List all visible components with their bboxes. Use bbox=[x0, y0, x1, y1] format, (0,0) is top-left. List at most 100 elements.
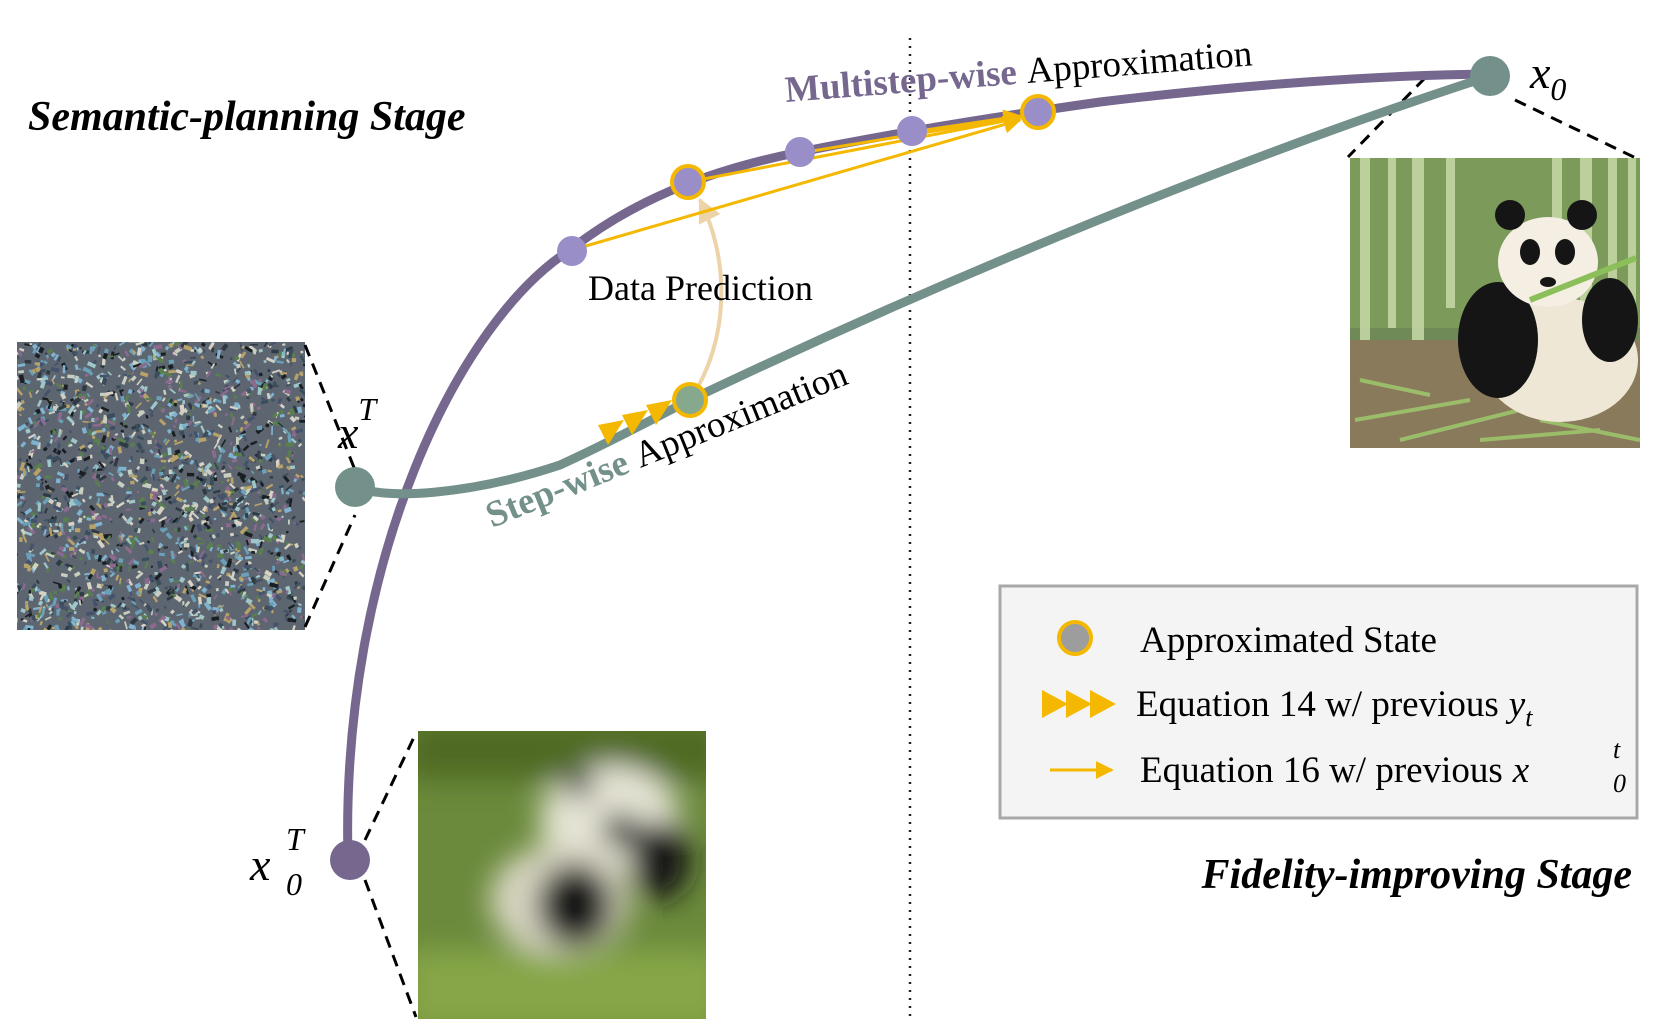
noise-speck bbox=[303, 415, 305, 419]
noise-speck bbox=[158, 471, 164, 476]
noise-speck bbox=[45, 370, 51, 375]
noise-speck bbox=[60, 562, 65, 566]
noise-speck bbox=[151, 528, 156, 534]
noise-speck bbox=[128, 499, 136, 504]
noise-speck bbox=[30, 439, 40, 447]
noise-speck bbox=[96, 497, 101, 505]
noise-speck bbox=[205, 468, 213, 476]
noise-speck bbox=[191, 406, 195, 411]
legend-item-eq16-sup: t bbox=[1613, 735, 1621, 764]
noise-speck bbox=[42, 397, 49, 401]
noise-speck bbox=[145, 397, 153, 401]
noise-speck bbox=[89, 454, 93, 459]
noise-speck bbox=[137, 615, 143, 621]
noise-speck bbox=[197, 347, 204, 354]
noise-speck bbox=[86, 581, 93, 590]
noise-speck bbox=[75, 485, 81, 491]
noise-speck bbox=[207, 502, 214, 509]
noise-speck bbox=[39, 620, 43, 626]
noise-speck bbox=[71, 396, 82, 406]
noise-speck bbox=[132, 603, 140, 610]
noise-speck bbox=[91, 548, 96, 554]
noise-speck bbox=[159, 528, 166, 531]
noise-speck bbox=[31, 343, 38, 350]
noise-speck bbox=[75, 403, 80, 408]
noise-speck bbox=[43, 380, 54, 387]
noise-speck bbox=[126, 616, 132, 619]
noise-speck bbox=[47, 598, 50, 603]
noise-speck bbox=[76, 456, 83, 461]
noise-speck bbox=[158, 545, 161, 548]
noise-speck bbox=[285, 590, 289, 595]
noise-speck bbox=[121, 375, 128, 385]
noise-speck bbox=[212, 432, 221, 438]
noise-speck bbox=[139, 371, 149, 378]
noise-speck bbox=[84, 412, 93, 419]
noise-speck bbox=[225, 523, 231, 528]
noise-speck bbox=[138, 598, 145, 606]
noise-speck bbox=[194, 504, 199, 510]
noise-speck bbox=[131, 597, 136, 602]
noise-speck bbox=[25, 422, 29, 426]
noise-speck bbox=[140, 424, 145, 430]
noise-speck bbox=[136, 442, 143, 450]
noise-speck bbox=[184, 506, 194, 512]
noise-speck bbox=[47, 459, 52, 468]
noise-speck bbox=[190, 349, 195, 352]
noise-speck bbox=[105, 424, 109, 428]
noise-speck bbox=[269, 628, 275, 630]
noise-speck bbox=[88, 370, 94, 376]
noise-speck bbox=[208, 498, 214, 504]
noise-speck bbox=[117, 437, 127, 444]
noise-speck bbox=[88, 422, 92, 429]
noise-speck bbox=[24, 600, 29, 605]
noise-speck bbox=[263, 342, 268, 348]
noise-speck bbox=[131, 600, 137, 606]
noise-speck bbox=[192, 415, 195, 423]
noise-speck bbox=[196, 536, 202, 541]
legend-approx-marker bbox=[1057, 620, 1093, 656]
noise-speck bbox=[86, 361, 97, 369]
noise-speck bbox=[192, 479, 201, 487]
noise-speck bbox=[174, 418, 178, 423]
noise-speck bbox=[228, 511, 236, 521]
noise-speck bbox=[47, 348, 54, 355]
noise-speck bbox=[106, 535, 112, 541]
noise-speck bbox=[209, 476, 215, 486]
noise-speck bbox=[251, 480, 257, 489]
noise-speck bbox=[217, 453, 223, 463]
noise-speck bbox=[216, 544, 219, 548]
noise-speck bbox=[175, 622, 182, 630]
noise-speck bbox=[115, 548, 120, 553]
noise-speck bbox=[37, 600, 44, 606]
noise-speck bbox=[123, 423, 126, 426]
noise-speck bbox=[19, 461, 26, 472]
noise-speck bbox=[192, 534, 198, 539]
noise-speck bbox=[272, 381, 277, 388]
noise-speck bbox=[181, 460, 190, 465]
noise-speck bbox=[244, 345, 253, 353]
noise-speck bbox=[220, 566, 227, 575]
noise-speck bbox=[50, 352, 57, 358]
noise-speck bbox=[136, 347, 142, 356]
noise-speck bbox=[230, 490, 235, 495]
noise-speck bbox=[45, 354, 50, 359]
noise-speck bbox=[257, 610, 262, 616]
noise-speck bbox=[74, 457, 78, 462]
noise-speck bbox=[191, 360, 196, 366]
noise-speck bbox=[183, 543, 190, 548]
noise-speck bbox=[137, 528, 141, 534]
noise-speck bbox=[227, 491, 232, 498]
noise-speck bbox=[21, 583, 26, 590]
noise-speck bbox=[216, 349, 221, 359]
multistep-node bbox=[557, 236, 587, 266]
noise-speck bbox=[173, 342, 180, 347]
noise-speck bbox=[160, 352, 166, 356]
noise-speck bbox=[101, 514, 108, 519]
noise-speck bbox=[240, 351, 247, 359]
noise-speck bbox=[112, 435, 117, 440]
noise-speck bbox=[93, 465, 98, 469]
noise-speck bbox=[239, 525, 249, 535]
noise-speck bbox=[272, 565, 275, 572]
